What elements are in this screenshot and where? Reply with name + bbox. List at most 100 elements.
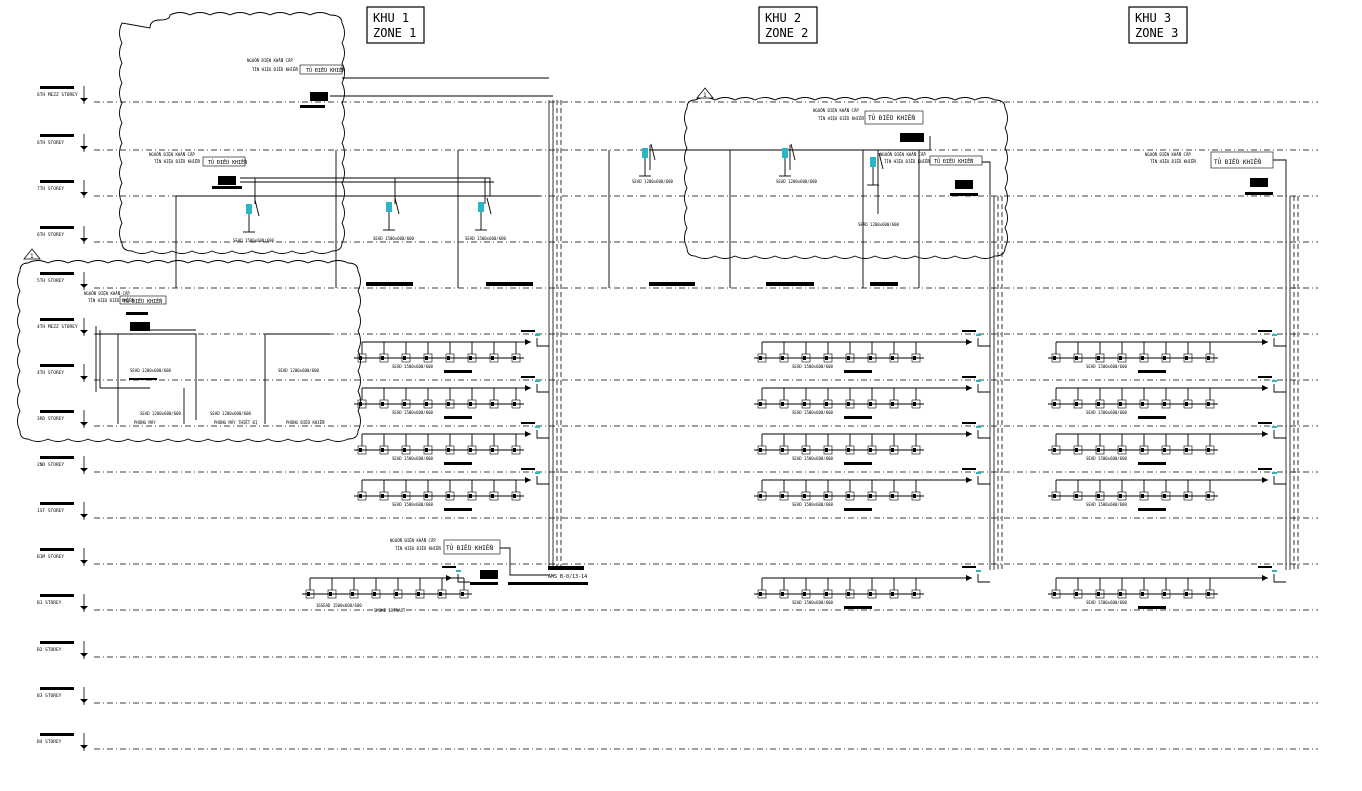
- panel-note-2: TÍN HIỆU ĐIỀU KHIỂN: [88, 298, 134, 303]
- panel-note: NGUỒN ĐIỆN KHẨN CẤP: [880, 152, 926, 157]
- damper: [867, 399, 877, 409]
- panel-note-2: TÍN HIỆU ĐIỀU KHIỂN: [154, 159, 200, 164]
- damper: [801, 589, 811, 599]
- control-box-label: TỦ ĐIỀU KHIỂN: [868, 114, 915, 122]
- damper: [393, 589, 403, 599]
- seat-label: SEAD 1500x600/600: [392, 502, 434, 507]
- damper: [823, 491, 833, 501]
- damper: [379, 491, 389, 501]
- damper: [305, 589, 315, 599]
- damper-row: SEAD 1500x600/600: [1048, 422, 1286, 465]
- damper: [1205, 353, 1215, 363]
- level-tag-bar: [40, 548, 74, 551]
- damper: [1205, 445, 1215, 455]
- damper: [889, 589, 899, 599]
- level-arrow: [80, 192, 88, 196]
- seat-label: 16SEAD 1500x600/600: [316, 603, 362, 608]
- panel-note: NGUỒN ĐIỆN KHẨN CẤP: [390, 538, 436, 543]
- damper: [1205, 491, 1215, 501]
- level-arrow: [80, 98, 88, 102]
- level-arrow: [80, 653, 88, 657]
- damper: [1139, 491, 1149, 501]
- zone1-upper-panels: NGUỒN ĐIỆN KHẨN CẤP TÍN HIỆU ĐIỀU KHIỂN …: [149, 58, 553, 288]
- fan-damper: [639, 143, 656, 177]
- seat-label: SEAD 1200x600/600: [130, 368, 172, 373]
- storey-label: 3RD STOREY: [37, 416, 64, 422]
- damper: [371, 589, 381, 599]
- damper: [1095, 445, 1105, 455]
- storey-label: B1 STOREY: [37, 600, 62, 606]
- damper: [757, 399, 767, 409]
- damper: [867, 353, 877, 363]
- level-tag-bar: [40, 318, 74, 321]
- damper-row: SEAD 1500x600/600: [754, 468, 990, 511]
- zone-3-zone: ZONE 3: [1135, 26, 1178, 40]
- damper-row: SEAD 1500x600/600: [754, 376, 990, 419]
- damper: [401, 399, 411, 409]
- damper: [445, 491, 455, 501]
- revision-triangle-1: 1: [23, 248, 41, 260]
- panel-note-2: TÍN HIỆU ĐIỀU KHIỂN: [818, 116, 864, 121]
- damper: [467, 445, 477, 455]
- damper: [801, 445, 811, 455]
- level-arrow: [80, 146, 88, 150]
- zone-2-khu: KHU 2: [765, 11, 801, 25]
- damper: [757, 353, 767, 363]
- damper-row: SEAD 1500x600/600: [354, 468, 549, 511]
- damper: [459, 589, 469, 599]
- damper-row: SEAD 1500x600/600: [754, 330, 990, 373]
- damper: [1117, 491, 1127, 501]
- storey-label: 4TH STOREY: [37, 370, 64, 376]
- seat-label: SEAD 1200x600/600: [210, 411, 252, 416]
- damper: [379, 353, 389, 363]
- zone-1-title: KHU 1 ZONE 1: [366, 6, 425, 44]
- storey-label: B4 STOREY: [37, 739, 62, 745]
- damper: [1205, 399, 1215, 409]
- damper: [423, 445, 433, 455]
- damper: [823, 399, 833, 409]
- damper: [1117, 445, 1127, 455]
- level-tag-bar: [40, 733, 74, 736]
- level-arrow: [80, 606, 88, 610]
- storey-label: 6TH STOREY: [37, 232, 64, 238]
- fan-damper: SEAD 1500x600/600: [465, 197, 507, 241]
- level-arrow: [80, 699, 88, 703]
- level-tag-bar: [40, 456, 74, 459]
- damper: [437, 589, 447, 599]
- control-box-label: TỦ ĐIỀU KHIỂN: [1214, 158, 1261, 166]
- storey-label: 2ND STOREY: [37, 462, 64, 468]
- damper: [911, 399, 921, 409]
- damper: [467, 491, 477, 501]
- damper: [779, 445, 789, 455]
- damper: [1051, 353, 1061, 363]
- damper-row: SEAD 1500x600/600: [1048, 330, 1286, 373]
- damper: [1183, 399, 1193, 409]
- damper: [467, 399, 477, 409]
- room-label: PHÒNG ĐIỀU KHIỂN: [286, 420, 325, 425]
- level-tag-bar: [40, 272, 74, 275]
- zone-2-title: KHU 2 ZONE 2: [758, 6, 818, 44]
- seat-label: SEAD 1500x600/600: [233, 238, 275, 243]
- damper: [757, 445, 767, 455]
- level-tag-bar: [40, 687, 74, 690]
- level-tag-bar: [40, 134, 74, 137]
- damper: [1205, 589, 1215, 599]
- seat-label: SEAD 1500x600/600: [1086, 410, 1128, 415]
- damper-row: SEAD 1500x600/600: [354, 422, 549, 465]
- seat-label: SEAD 1200x600/600: [140, 411, 182, 416]
- level-tag-bar: [40, 86, 74, 89]
- damper-row: SEAD 1500x600/600: [1048, 566, 1286, 609]
- control-box-label: TỦ ĐIỀU KHIỂN: [208, 158, 247, 166]
- damper-row: SEAD 1500x600/600: [754, 422, 990, 465]
- seat-label: SEAD 1500x600/600: [792, 364, 834, 369]
- risers: AMS B-0/13-14: [508, 100, 1299, 585]
- room-label: SMOKE EXTRACT: [374, 608, 406, 613]
- damper-row: [302, 566, 472, 599]
- zone-3-title: KHU 3 ZONE 3: [1128, 6, 1188, 44]
- damper: [779, 589, 789, 599]
- level-arrow: [80, 284, 88, 288]
- damper: [357, 353, 367, 363]
- damper: [1095, 589, 1105, 599]
- damper: [911, 491, 921, 501]
